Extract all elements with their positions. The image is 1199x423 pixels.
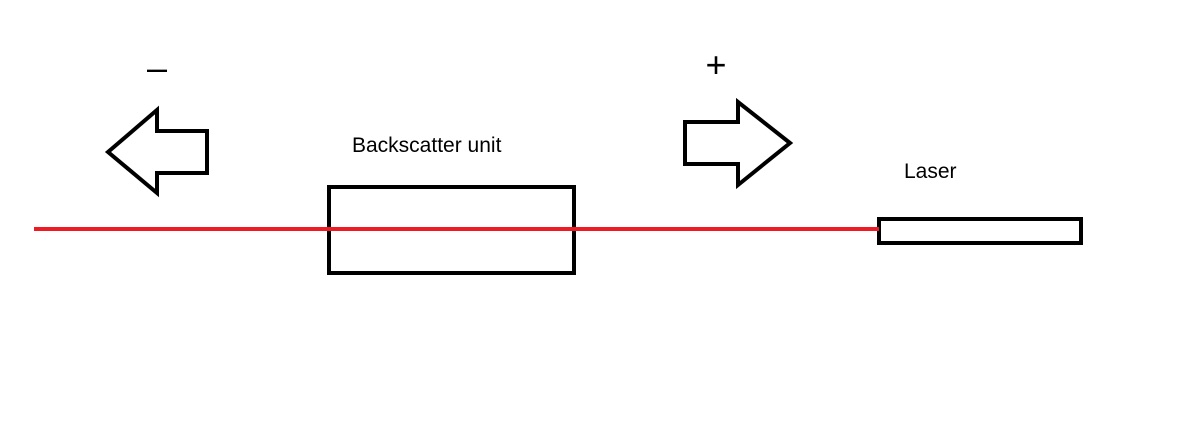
laser-body-box [877,217,1083,245]
minus-sign-label: – [147,47,167,88]
arrow-left-outline-icon [104,105,209,198]
laser-label: Laser [904,160,957,183]
arrow-right-outline-icon [683,97,794,190]
plus-sign-label: + [705,44,726,85]
backscatter-unit-label: Backscatter unit [352,134,502,157]
